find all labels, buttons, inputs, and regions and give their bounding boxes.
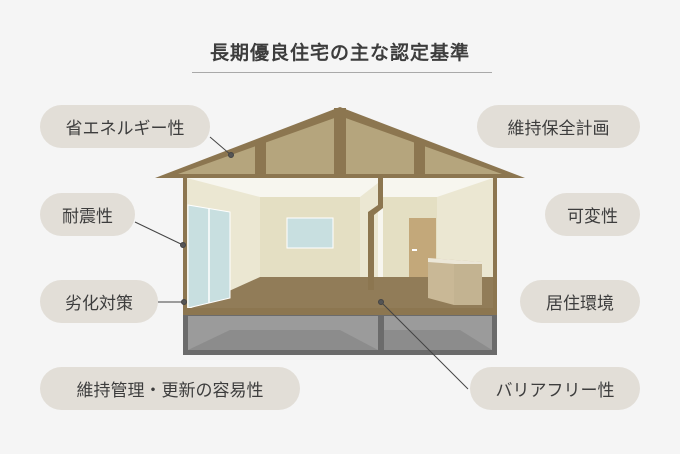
label-seismic: 耐震性 (40, 193, 135, 236)
label-deterioration: 劣化対策 (40, 280, 158, 323)
label-energy: 省エネルギー性 (40, 105, 210, 148)
title-divider (192, 72, 492, 73)
label-maintenance-plan: 維持保全計画 (477, 105, 640, 148)
label-variability: 可変性 (545, 193, 640, 236)
diagram-title: 長期優良住宅の主な認定基準 (209, 42, 470, 64)
label-maintenance-ease: 維持管理・更新の容易性 (40, 367, 300, 410)
label-living-environment: 居住環境 (520, 280, 640, 323)
label-barrier-free: バリアフリー性 (470, 367, 640, 410)
